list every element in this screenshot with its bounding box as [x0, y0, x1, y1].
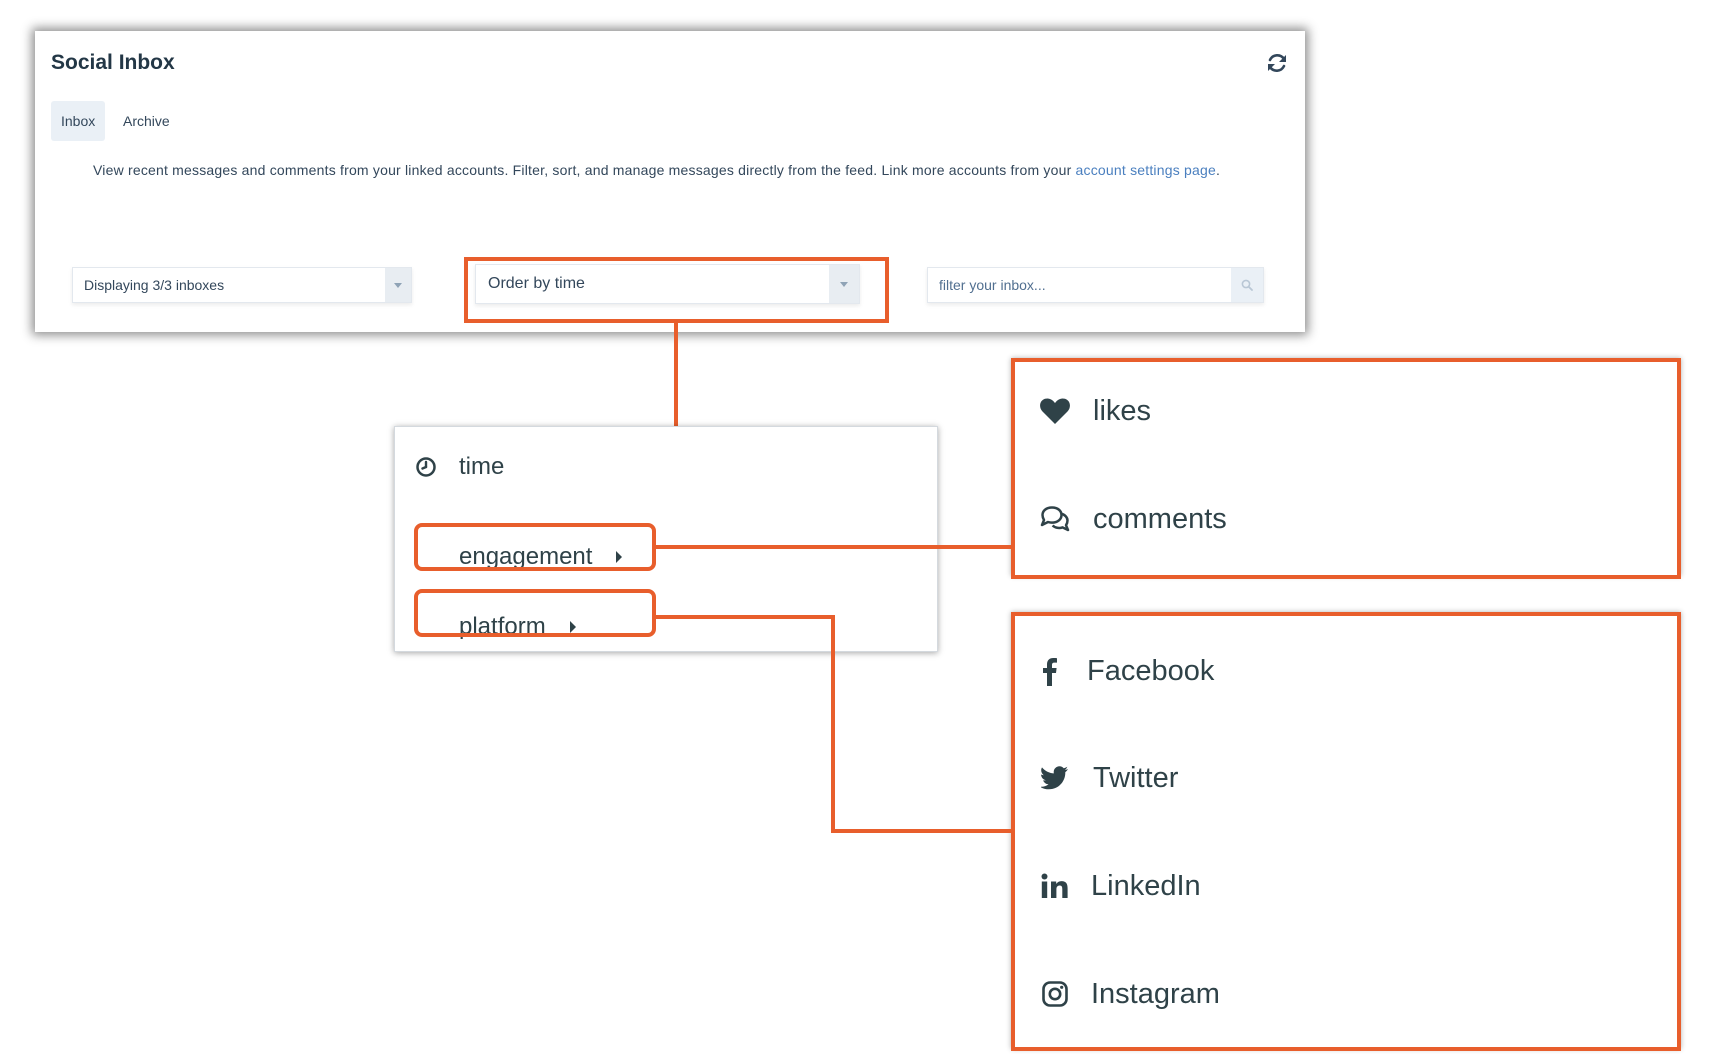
chevron-down-icon[interactable] [829, 265, 859, 303]
order-select-highlight [464, 257, 889, 323]
instagram-icon [1037, 977, 1073, 1011]
engagement-highlight [414, 523, 656, 571]
menu-item-label: Twitter [1093, 761, 1179, 794]
order-select[interactable]: Order by time [475, 264, 860, 304]
menu-item-label: engagement [459, 543, 593, 570]
search-icon[interactable] [1231, 268, 1263, 302]
connector-line [654, 615, 835, 619]
menu-item-label: LinkedIn [1091, 869, 1201, 902]
order-dropdown-menu: time engagement platform [394, 426, 938, 652]
engagement-submenu: likes comments [1011, 358, 1681, 576]
chevron-down-icon[interactable] [385, 268, 411, 302]
description-end: . [1215, 162, 1221, 178]
filter-input-group [927, 267, 1264, 303]
platform-submenu-highlight [1011, 612, 1681, 1051]
menu-item-instagram[interactable]: Instagram [1037, 969, 1220, 1019]
menu-item-comments[interactable]: comments [1037, 494, 1227, 544]
caret-right-icon [569, 621, 576, 633]
menu-item-label: comments [1093, 502, 1227, 535]
inboxes-select[interactable]: Displaying 3/3 inboxes [72, 267, 412, 303]
page-title: Social Inbox [51, 51, 175, 74]
menu-item-label: Instagram [1091, 977, 1220, 1010]
platform-highlight [414, 589, 656, 637]
menu-item-facebook[interactable]: Facebook [1031, 646, 1214, 696]
menu-item-likes[interactable]: likes [1037, 386, 1151, 436]
connector-line [831, 829, 1013, 833]
clock-icon [416, 457, 436, 477]
connector-line [674, 321, 678, 427]
menu-item-label: time [459, 453, 505, 480]
tab-inbox[interactable]: Inbox [51, 101, 106, 141]
heart-icon [1037, 394, 1073, 428]
facebook-icon [1031, 654, 1067, 688]
caret-right-icon [616, 551, 623, 563]
menu-item-time[interactable]: time [415, 449, 504, 485]
comments-icon [1037, 502, 1073, 536]
menu-item-label: likes [1093, 394, 1152, 427]
inboxes-select-value: Displaying 3/3 inboxes [84, 277, 225, 293]
connector-line [654, 545, 1013, 549]
filter-input[interactable] [928, 268, 1218, 302]
linkedin-icon [1037, 869, 1073, 903]
description-text: View recent messages and comments from y… [93, 162, 1076, 178]
refresh-icon[interactable] [1265, 51, 1289, 75]
menu-item-engagement[interactable]: engagement [459, 537, 624, 577]
order-select-value: Order by time [488, 275, 585, 292]
twitter-icon [1037, 761, 1073, 795]
account-settings-link[interactable]: account settings page [1075, 162, 1216, 178]
engagement-submenu-highlight [1011, 358, 1681, 579]
description: View recent messages and comments from y… [93, 160, 1253, 181]
menu-item-label: Facebook [1087, 654, 1215, 687]
tab-archive[interactable]: Archive [123, 113, 170, 129]
menu-item-twitter[interactable]: Twitter [1037, 753, 1178, 803]
menu-item-linkedin[interactable]: LinkedIn [1037, 861, 1201, 911]
platform-submenu: Facebook Twitter LinkedIn Instagram [1011, 612, 1681, 1049]
connector-line [831, 615, 835, 833]
social-inbox-card: Social Inbox Inbox Archive View recent m… [35, 31, 1305, 332]
